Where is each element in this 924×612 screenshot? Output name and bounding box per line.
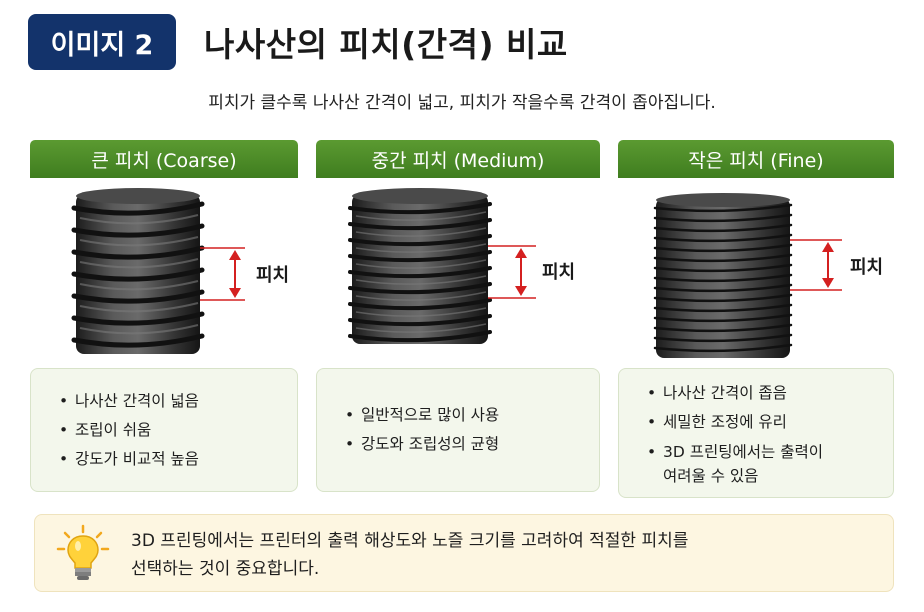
coarse-bullet-2: 조립이 쉬움 [59,416,297,445]
fine-thread-illustration: 피치 [618,178,894,364]
card-header-coarse: 큰 피치 (Coarse) [30,140,298,178]
coarse-pitch-marker [200,247,245,301]
coarse-bullet-3: 강도가 비교적 높음 [59,445,297,474]
medium-pitch-marker [488,245,536,299]
coarse-pitch-label: 피치 [256,265,289,286]
image-number-badge: 이미지 2 [28,14,176,70]
medium-thread-svg: 피치 [348,188,575,344]
page-subtitle: 피치가 클수록 나사산 간격이 넓고, 피치가 작을수록 간격이 좁아집니다. [208,93,716,113]
fine-thread-svg: 피치 [653,193,883,358]
fine-bullet-3: 3D 프린팅에서는 출력이 여려울 수 있음 [647,440,893,488]
card-header-fine: 작은 피치 (Fine) [618,140,894,178]
fine-bullet-2: 세밀한 조정에 유리 [647,408,893,437]
coarse-bolt-body [71,188,205,354]
medium-thread-illustration: 피치 [316,178,600,364]
fine-info-box: 나사산 간격이 좁음 세밀한 조정에 유리 3D 프린팅에서는 출력이 여려울 … [618,368,894,498]
coarse-info-box: 나사산 간격이 넓음 조립이 쉬움 강도가 비교적 높음 [30,368,298,492]
fine-bullet-3-line2: 여려울 수 있음 [663,466,759,485]
coarse-thread-illustration: 피치 [30,178,298,364]
fine-bolt-body [653,193,793,358]
coarse-bullet-1: 나사산 간격이 넓음 [59,387,297,416]
tip-line-2: 선택하는 것이 중요합니다. [131,559,320,579]
medium-pitch-label: 피치 [542,262,575,283]
tip-line-1: 3D 프린팅에서는 프린터의 출력 해상도와 노즐 크기를 고려하여 적절한 피… [131,531,689,551]
page-title: 나사산의 피치(간격) 비교 [204,25,568,64]
coarse-thread-svg: 피치 [71,188,289,354]
fine-pitch-marker [790,239,842,291]
lightbulb-icon [55,524,111,588]
card-header-medium: 중간 피치 (Medium) [316,140,600,178]
medium-bolt-body [348,188,492,344]
medium-bullet-1: 일반적으로 많이 사용 [345,401,599,430]
tip-box: 3D 프린팅에서는 프린터의 출력 해상도와 노즐 크기를 고려하여 적절한 피… [34,514,894,592]
tip-text: 3D 프린팅에서는 프린터의 출력 해상도와 노즐 크기를 고려하여 적절한 피… [131,527,871,583]
medium-info-box: 일반적으로 많이 사용 강도와 조립성의 균형 [316,368,600,492]
medium-bullet-2: 강도와 조립성의 균형 [345,430,599,459]
fine-bullet-1: 나사산 간격이 좁음 [647,379,893,408]
fine-bullet-3-line1: 3D 프린팅에서는 출력이 [663,442,823,461]
fine-pitch-label: 피치 [850,257,883,278]
